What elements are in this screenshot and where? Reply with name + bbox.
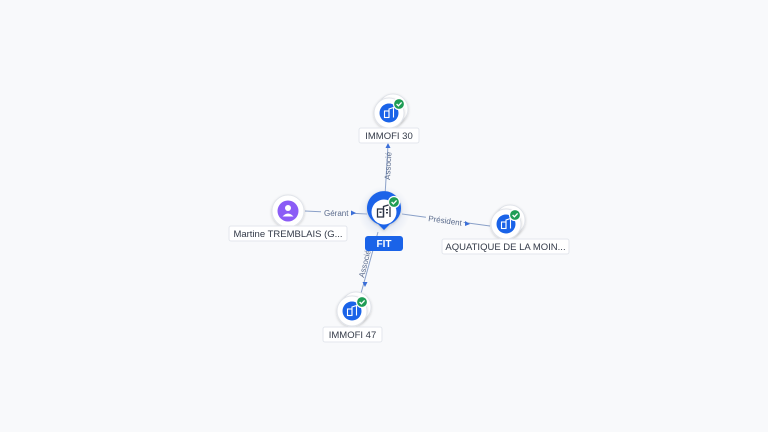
edge-left: Gérant — [304, 207, 368, 218]
building-icon — [376, 203, 391, 218]
center-label-box — [365, 236, 403, 251]
node-left-label: Martine TREMBLAIS (G... — [233, 229, 342, 240]
person-icon — [282, 205, 294, 217]
check-icon — [355, 295, 369, 309]
edge-bottom-label: Associé — [357, 249, 373, 279]
check-icon — [392, 97, 406, 111]
node-right[interactable]: AQUATIQUE DE LA MOIN... — [441, 204, 570, 255]
edge-right: Président — [401, 210, 491, 228]
node-bottom[interactable]: IMMOFI 47 — [322, 291, 383, 343]
node-left-label-box — [228, 225, 348, 242]
edge-right-arrow — [465, 221, 470, 226]
check-icon — [387, 195, 401, 209]
edge-left-label: Gérant — [324, 209, 349, 218]
node-bottom-label: IMMOFI 47 — [329, 330, 377, 341]
edge-top-arrow — [385, 143, 391, 148]
node-center[interactable]: FIT — [358, 186, 410, 251]
node-bottom-label-box — [322, 326, 383, 343]
check-icon — [508, 208, 522, 222]
building-icon — [346, 304, 358, 317]
building-icon — [500, 217, 512, 230]
edge-top-label: Associé — [383, 151, 393, 180]
node-right-label-box — [441, 238, 570, 255]
node-top[interactable]: IMMOFI 30 — [358, 93, 420, 144]
node-top-label: IMMOFI 30 — [365, 131, 413, 142]
edge-bottom-arrow — [362, 282, 368, 287]
node-top-label-box — [358, 127, 420, 144]
node-right-label: AQUATIQUE DE LA MOIN... — [445, 242, 565, 253]
node-left[interactable]: Martine TREMBLAIS (G... — [228, 194, 348, 242]
center-label: FIT — [377, 239, 392, 250]
building-icon — [383, 106, 395, 119]
edge-left-arrow — [351, 210, 356, 216]
